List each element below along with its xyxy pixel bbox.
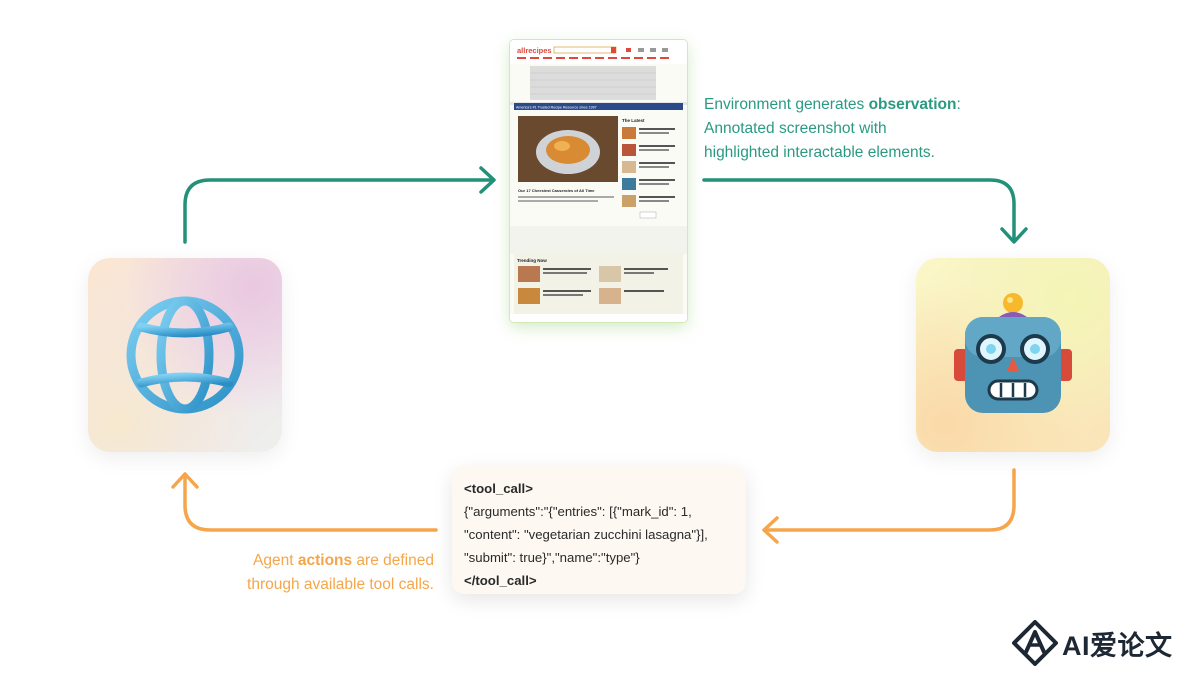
arrowhead-agent [1000,227,1028,244]
arrow-observation-to-agent [702,178,1016,242]
screenshot-latest-heading: The Latest [622,118,645,123]
action-caption-post: are defined [352,552,434,569]
action-caption-pre: Agent [253,552,298,569]
watermark-logo-icon [1012,620,1058,666]
watermark: AI爱论文 [1012,619,1192,667]
robot-icon [954,293,1072,413]
observation-caption-line3: highlighted interactable elements. [704,144,935,161]
arrow-agent-to-action [764,468,1016,532]
arrowhead-observation [479,166,496,194]
observation-caption-pre: Environment generates [704,96,869,113]
tool-call-line-1: {"arguments":"{"entries": [{"mark_id": 1… [464,504,692,519]
tool-call-close-tag: </tool_call> [464,573,537,588]
tool-call-line-2: "content": "vegetarian zucchini lasagna"… [464,527,708,542]
action-caption-line2: through available tool calls. [247,576,434,593]
annotated-screenshot: allrecipes America's #1 Trusted Recipe R… [510,40,687,322]
tool-call-box: <tool_call> {"arguments":"{"entries": [{… [452,466,746,594]
action-keyword: actions [297,552,353,569]
observation-caption: Environment generates observation: Annot… [704,93,1004,165]
screenshot-feature-title: Our 17 Cheesiest Casseroles of All Time [518,188,595,193]
observation-caption-line2: Annotated screenshot with [704,120,887,137]
arrowhead-env [171,472,199,489]
arrowhead-action [762,516,779,544]
screenshot-banner: America's #1 Trusted Recipe Resource sin… [516,106,597,110]
arrow-env-to-observation [183,178,494,244]
action-caption: Agent actions are defined through availa… [200,549,434,597]
environment-node [88,258,282,452]
screenshot-logo: allrecipes [517,46,552,55]
observation-caption-post: : [956,96,961,113]
agent-node [916,258,1110,452]
tool-call-open-tag: <tool_call> [464,481,533,496]
tool-call-line-3: "submit": true}","name":"type"} [464,550,640,565]
watermark-text: AI爱论文 [1062,630,1173,661]
screenshot-thumbnail: allrecipes America's #1 Trusted Recipe R… [510,40,687,322]
globe-icon [126,296,244,414]
observation-keyword: observation [868,96,957,113]
screenshot-trending-heading: Trending Now [517,258,547,263]
arrow-action-to-env [183,474,438,532]
